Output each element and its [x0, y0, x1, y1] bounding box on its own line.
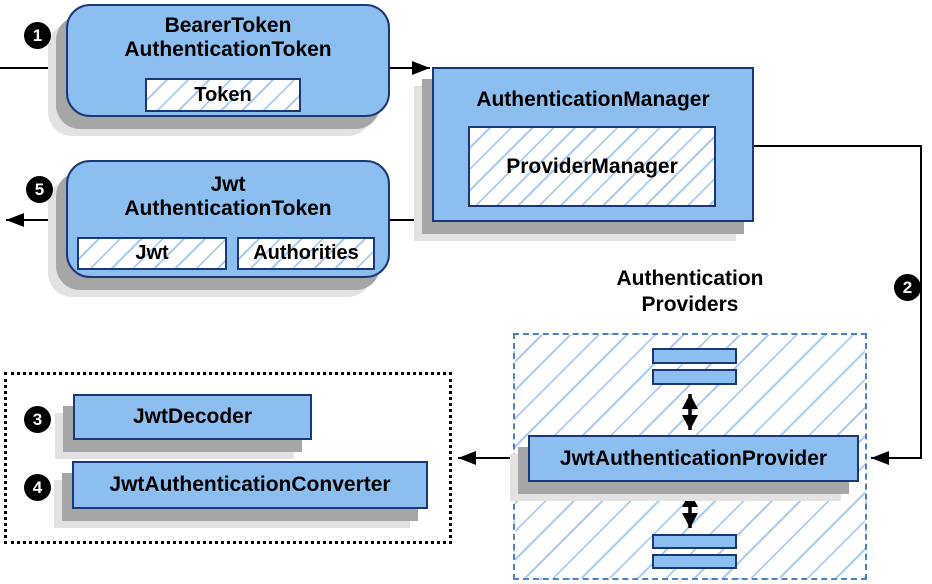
bearer-token-title-line2: AuthenticationToken: [124, 38, 332, 61]
providers-caption-line1: Authentication: [616, 267, 764, 290]
jwt-field: Jwt: [77, 237, 227, 270]
jwt-authentication-converter-node: JwtAuthenticationConverter: [72, 461, 428, 509]
step-2-number: 2: [902, 277, 913, 297]
authentication-manager-node: AuthenticationManager ProviderManager: [432, 67, 754, 222]
step-4-badge: 4: [24, 474, 51, 501]
provider-manager-field: ProviderManager: [468, 126, 716, 207]
provider-list-bar-bottom-2: [652, 554, 737, 569]
step-2-badge: 2: [894, 274, 921, 301]
jwt-decoder-label: JwtDecoder: [132, 405, 253, 428]
authentication-providers-caption: Authentication Providers: [540, 266, 840, 318]
jwt-components-group: [4, 372, 452, 544]
bearer-token-authentication-token-node: BearerToken AuthenticationToken Token: [66, 4, 390, 117]
jwt-token-title-line2: AuthenticationToken: [124, 197, 332, 220]
bearer-token-title-line1: BearerToken: [164, 14, 292, 37]
step-1-number: 1: [32, 25, 43, 45]
step-3-number: 3: [32, 409, 43, 429]
jwt-token-node-title: Jwt AuthenticationToken: [68, 173, 388, 221]
step-5-badge: 5: [26, 176, 53, 203]
jwt-authentication-provider-node: JwtAuthenticationProvider: [528, 435, 859, 482]
provider-list-bar-top-1: [652, 348, 737, 364]
step-4-number: 4: [32, 477, 43, 497]
token-field: Token: [145, 78, 301, 112]
providers-caption-line2: Providers: [641, 293, 739, 316]
token-field-label: Token: [194, 83, 252, 106]
provider-manager-label: ProviderManager: [506, 154, 678, 178]
step-5-number: 5: [34, 179, 45, 199]
authorities-field: Authorities: [237, 237, 375, 270]
jwt-authentication-token-node: Jwt AuthenticationToken Jwt Authorities: [66, 160, 390, 278]
provider-list-bar-bottom-1: [652, 534, 737, 549]
jwt-authentication-provider-label: JwtAuthenticationProvider: [559, 446, 828, 470]
jwt-authentication-converter-label: JwtAuthenticationConverter: [109, 473, 391, 496]
authorities-field-label: Authorities: [253, 242, 359, 264]
authentication-manager-title: AuthenticationManager: [476, 88, 710, 111]
jwt-token-title-line1: Jwt: [210, 173, 246, 196]
provider-list-bar-top-2: [652, 369, 737, 385]
jwt-field-label: Jwt: [135, 242, 169, 264]
jwt-decoder-node: JwtDecoder: [73, 394, 312, 440]
step-1-badge: 1: [24, 22, 51, 49]
bearer-token-node-title: BearerToken AuthenticationToken: [68, 14, 388, 62]
step-3-badge: 3: [24, 406, 51, 433]
